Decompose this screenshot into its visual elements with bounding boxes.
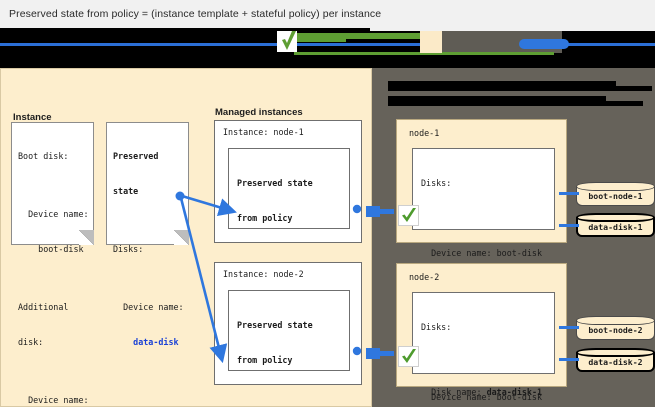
- redacted-heading-line-2: [388, 96, 606, 105]
- managed-instance-title: Instance: node-1: [223, 127, 304, 137]
- caption-text: Preserved state from policy = (instance …: [9, 8, 382, 20]
- connector-node-1-bridge: [366, 209, 394, 214]
- disk-cylinder-icon: data-disk-2: [576, 348, 655, 372]
- disk-cylinder-icon: boot-node-2: [576, 316, 655, 340]
- redacted-banner-green-bar-short: [296, 39, 346, 42]
- check-icon: [398, 205, 419, 226]
- page-fold-corner: [79, 230, 94, 245]
- redacted-heading-line-2b: [388, 101, 643, 106]
- redacted-banner-green-bar: [296, 33, 431, 39]
- node-card-node-2: node-2 Disks: Device name: boot-disk Dis…: [396, 263, 567, 402]
- redacted-banner-green-underline: [294, 52, 554, 55]
- redacted-heading-line-1b: [388, 86, 652, 91]
- managed-instance-card-node-1: Instance: node-1 Preserved state from po…: [214, 120, 362, 351]
- connector-node-2-bridge: [366, 351, 394, 356]
- node-title: node-2: [409, 272, 440, 282]
- preserved-state-box-node-2: Preserved state from policy Disks: Devic…: [228, 290, 350, 371]
- instance-template-card: Boot disk: Device name: boot-disk Additi…: [11, 122, 94, 405]
- redacted-banner-tan-block: [420, 31, 442, 53]
- redacted-banner-blue-blob: [519, 39, 569, 49]
- page-fold-corner: [174, 230, 189, 245]
- node-card-node-1: node-1 Disks: Device name: boot-disk Dis…: [396, 119, 567, 397]
- disk-cylinder-icon: boot-node-1: [576, 182, 655, 206]
- node-disks-box-node-1: Disks: Device name: boot-disk Disk name:…: [412, 148, 555, 397]
- redacted-banner-blue-rule-right: [560, 43, 655, 46]
- stateful-policy-card: Preserved state Disks: Device name: data…: [106, 122, 189, 347]
- connector-boot-node-1: [559, 192, 579, 195]
- connector-data-disk-1: [559, 224, 579, 227]
- disk-cylinder-icon: data-disk-1: [576, 213, 655, 237]
- check-icon: [281, 31, 297, 53]
- node-disks-box-node-2: Disks: Device name: boot-disk Disk name:…: [412, 292, 555, 402]
- check-icon: [398, 346, 419, 367]
- node-title: node-1: [409, 128, 440, 138]
- managed-instance-card-node-2: Instance: node-2 Preserved state from po…: [214, 262, 362, 385]
- connector-boot-node-2: [559, 326, 579, 329]
- diagram-caption: Preserved state from policy = (instance …: [0, 0, 655, 28]
- redacted-banner-top-gap: [370, 25, 655, 31]
- connector-data-disk-2: [559, 358, 579, 361]
- preserved-state-box-node-1: Preserved state from policy Disks: Devic…: [228, 148, 358, 351]
- redacted-heading-line-1: [388, 81, 616, 90]
- managed-instance-title: Instance: node-2: [223, 269, 304, 279]
